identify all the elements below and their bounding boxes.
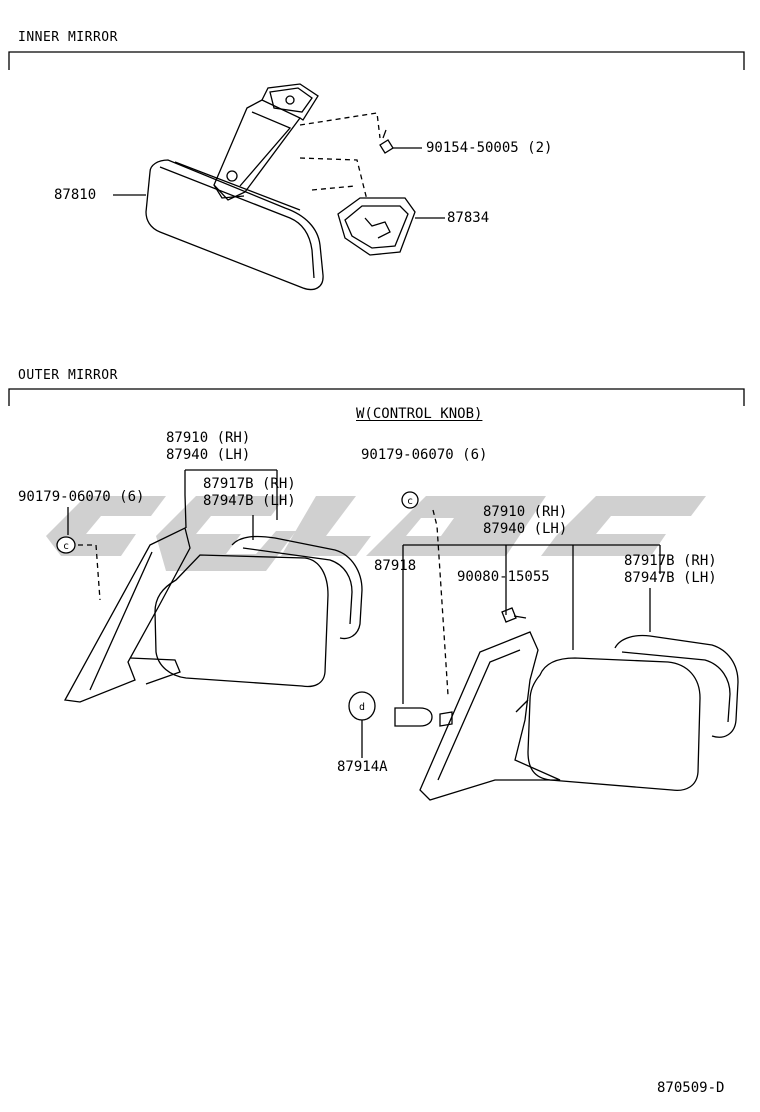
left-part-90179-06070: 90179-06070 (6) bbox=[18, 489, 145, 505]
svg-text:c: c bbox=[63, 541, 69, 552]
outer-right-leaders bbox=[361, 509, 661, 758]
inner-mirror-body bbox=[145, 159, 324, 291]
left-part-87940: 87940 (LH) bbox=[166, 447, 251, 463]
inner-mirror-stay bbox=[213, 83, 319, 201]
right-part-87917B: 87917B (RH) bbox=[624, 553, 717, 569]
outer-left-leaders bbox=[67, 469, 278, 601]
left-part-87947B: 87947B (LH) bbox=[203, 493, 296, 509]
inner-cover-drawing bbox=[337, 197, 445, 256]
right-part-87914A: 87914A bbox=[337, 759, 388, 775]
left-part-87910: 87910 (RH) bbox=[166, 430, 251, 446]
svg-text:d: d bbox=[359, 702, 365, 713]
diagram-code: 870509-D bbox=[657, 1080, 725, 1096]
right-part-87947B: 87947B (LH) bbox=[624, 570, 717, 586]
outer-section-title: OUTER MIRROR bbox=[18, 368, 118, 383]
part-90154-50005: 90154-50005 (2) bbox=[426, 140, 553, 156]
part-87810: 87810 bbox=[54, 187, 97, 203]
right-part-87940: 87940 (LH) bbox=[483, 521, 568, 537]
outer-right-knob bbox=[394, 707, 453, 727]
outer-left-mirror bbox=[63, 527, 363, 703]
watermark bbox=[46, 496, 706, 571]
variant-label: W(CONTROL KNOB) bbox=[356, 406, 483, 422]
right-part-87918: 87918 bbox=[374, 558, 417, 574]
inner-section-title: INNER MIRROR bbox=[18, 30, 118, 45]
part-87834: 87834 bbox=[447, 210, 490, 226]
right-part-87910: 87910 (RH) bbox=[483, 504, 568, 520]
outer-right-mirror bbox=[419, 631, 739, 801]
inner-dashed-guides bbox=[299, 112, 381, 201]
left-part-87917B: 87917B (RH) bbox=[203, 476, 296, 492]
outer-right-clip bbox=[401, 491, 419, 509]
outer-right-screw bbox=[501, 607, 527, 623]
right-part-90080-15055: 90080-15055 bbox=[457, 569, 550, 585]
outer-section-bracket bbox=[8, 388, 745, 406]
svg-text:c: c bbox=[407, 496, 413, 507]
outer-knob-cap bbox=[348, 691, 376, 721]
right-part-90179-06070: 90179-06070 (6) bbox=[361, 447, 488, 463]
inner-section-bracket bbox=[8, 51, 745, 70]
outer-left-clip bbox=[56, 536, 76, 554]
inner-screw-drawing bbox=[379, 129, 422, 154]
